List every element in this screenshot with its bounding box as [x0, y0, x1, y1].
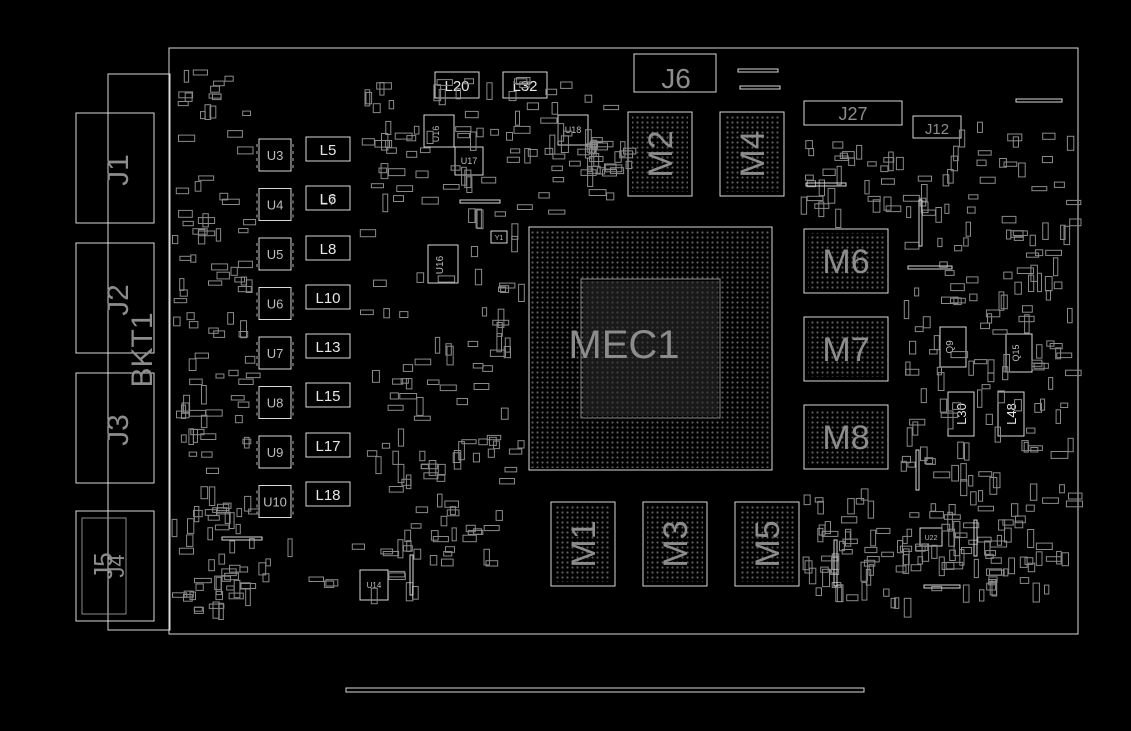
inductor-left-5 — [305, 333, 351, 359]
memory-chip-7 — [803, 316, 889, 382]
connector-j27 — [803, 100, 903, 126]
board-outline — [168, 47, 1079, 635]
label-regulator-8: U10 — [263, 495, 287, 510]
label-inductor-right-1: L30 — [954, 403, 969, 425]
ic-u17 — [454, 146, 484, 176]
bracket-outline — [107, 73, 171, 631]
label-regulator-4: U6 — [267, 297, 284, 312]
label-regulator-2: U4 — [267, 198, 284, 213]
label-memory-3: M3 — [657, 520, 695, 567]
label-memory-6: M6 — [822, 243, 869, 281]
label-memory-1: M1 — [565, 520, 603, 567]
label-u17: U17 — [461, 156, 478, 166]
label-j3: J3 — [102, 414, 135, 446]
ic-u16 — [427, 244, 459, 284]
label-inductor-top-1: L20 — [444, 78, 469, 95]
ic-q15 — [1005, 333, 1033, 373]
regulator-1 — [258, 138, 292, 172]
connector-j1 — [75, 112, 155, 224]
regulator-8 — [258, 485, 292, 518]
label-j5: J5 — [88, 552, 118, 579]
label-inductor-right-2: L48 — [1004, 403, 1019, 425]
inductor-right-2 — [997, 391, 1025, 437]
label-q15: Q15 — [1011, 344, 1021, 361]
label-regulator-1: U3 — [267, 148, 284, 163]
inductor-top-2 — [502, 71, 548, 99]
label-regulator-3: U5 — [267, 247, 284, 262]
label-u22: U22 — [925, 535, 938, 542]
connector-j2 — [75, 242, 155, 354]
inductor-left-6 — [305, 382, 351, 408]
regulator-2 — [258, 188, 292, 221]
connector-j3 — [75, 372, 155, 484]
label-inductor-left-2: L6 — [320, 191, 337, 208]
ic-q9 — [939, 326, 967, 368]
label-inductor-left-7: L17 — [315, 438, 340, 455]
inductor-left-7 — [305, 432, 351, 458]
label-regulator-7: U9 — [267, 445, 284, 460]
label-inductor-left-6: L15 — [315, 388, 340, 405]
label-j27: J27 — [838, 104, 867, 124]
label-inductor-left-4: L10 — [315, 290, 340, 307]
memory-chip-3 — [642, 501, 708, 587]
inductor-left-2 — [305, 185, 351, 211]
label-inductor-left-3: L8 — [320, 241, 337, 258]
label-mec1: MEC1 — [568, 323, 679, 367]
main-chip-outline — [528, 226, 773, 471]
regulator-3 — [258, 237, 292, 271]
label-memory-4: M4 — [734, 130, 772, 177]
label-regulator-5: U7 — [267, 346, 284, 361]
label-bkt1: BKT1 — [126, 312, 159, 387]
main-chip-ball-grid — [531, 229, 770, 468]
crystal-y1 — [490, 230, 508, 244]
label-memory-5: M5 — [749, 520, 787, 567]
label-j4: J4 — [104, 554, 129, 577]
label-q9: Q9 — [945, 340, 956, 354]
memory-chip-8 — [803, 404, 889, 470]
ic-u14 — [359, 569, 389, 601]
label-memory-7: M7 — [822, 331, 869, 369]
inductor-left-4 — [305, 284, 351, 310]
regulator-7 — [258, 435, 292, 469]
label-memory-2: M2 — [642, 130, 680, 177]
label-inductor-left-1: L5 — [320, 142, 337, 159]
label-inductor-overprint: L7 — [320, 192, 337, 209]
inductor-left-8 — [305, 481, 351, 507]
label-inductor-left-5: L13 — [315, 339, 340, 356]
connector-j4 — [81, 517, 127, 615]
label-inductor-left-8: L18 — [315, 487, 340, 504]
connector-j5 — [75, 510, 155, 622]
label-regulator-6: U8 — [267, 396, 284, 411]
label-j2: J2 — [102, 284, 135, 316]
regulator-6 — [258, 386, 292, 419]
memory-chip-4 — [719, 111, 785, 197]
label-u16-top: U16 — [431, 126, 441, 143]
label-j12: J12 — [925, 121, 949, 138]
passive-components — [171, 68, 1084, 620]
ic-u16-top — [423, 114, 455, 148]
connector-j6 — [633, 53, 717, 93]
ic-u22 — [919, 527, 943, 547]
label-u14: U14 — [367, 581, 382, 590]
label-u18: U18 — [565, 125, 582, 135]
regulator-4 — [258, 287, 292, 320]
label-j6: J6 — [661, 63, 691, 94]
regulator-5 — [258, 336, 292, 370]
edge-connector — [345, 687, 865, 693]
memory-chip-5 — [734, 501, 800, 587]
connector-j12 — [912, 115, 962, 139]
label-memory-8: M8 — [822, 419, 869, 457]
inductor-left-1 — [305, 136, 351, 162]
label-u16: U16 — [435, 255, 446, 274]
label-y1: Y1 — [495, 235, 504, 242]
inductor-left-3 — [305, 235, 351, 261]
label-j1: J1 — [102, 154, 135, 186]
label-inductor-top-2: L32 — [512, 78, 537, 95]
memory-chip-1 — [550, 501, 616, 587]
memory-chip-6 — [803, 228, 889, 294]
